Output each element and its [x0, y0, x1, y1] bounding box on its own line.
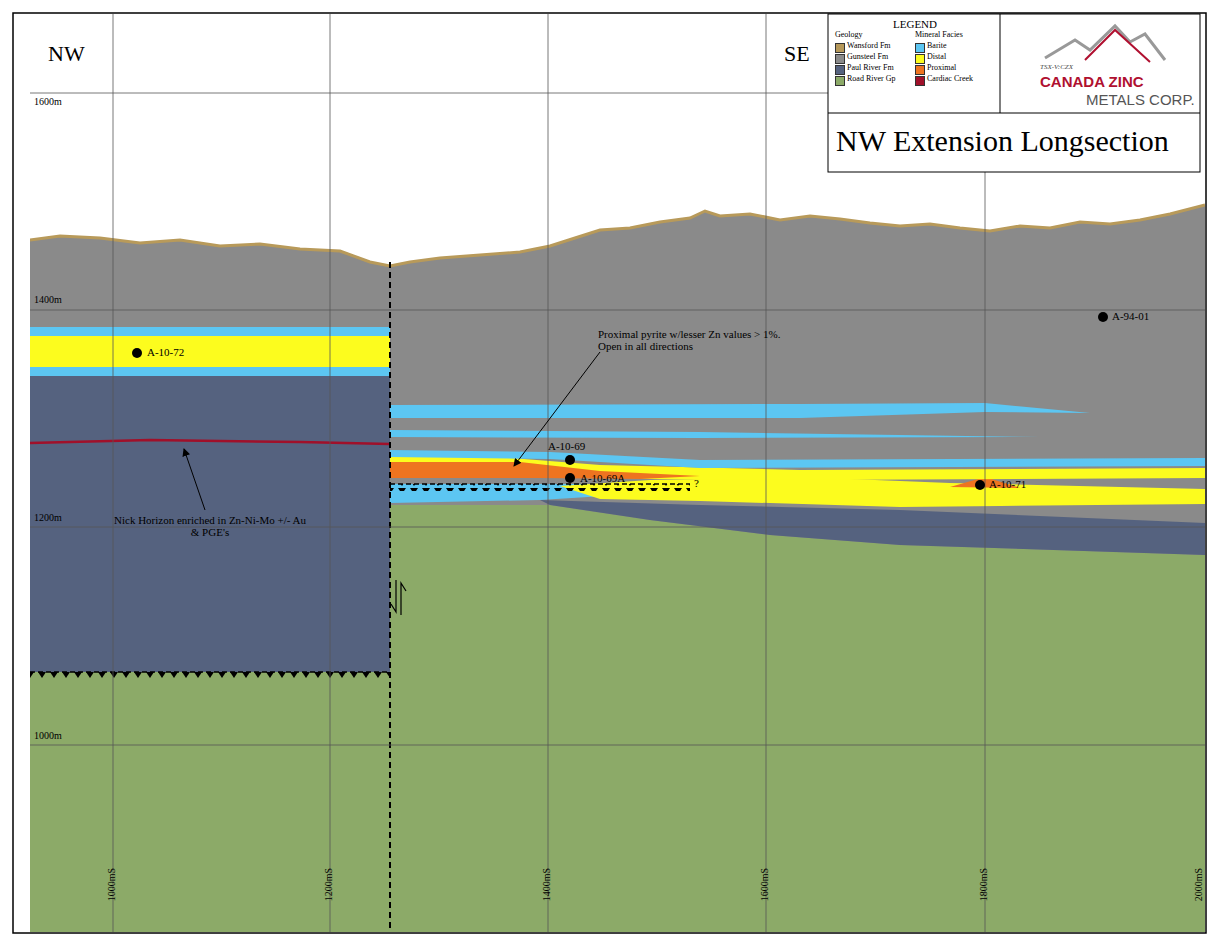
- legend-group: Mineral Facies: [915, 31, 963, 40]
- legend-text: Road River Gp: [847, 75, 895, 84]
- drill-hole-label: A-10-69A: [580, 472, 625, 484]
- northing-label: 1800mS: [978, 868, 989, 901]
- elevation-label: 1000m: [34, 730, 62, 741]
- legend-text: Barite: [927, 42, 947, 51]
- legend-swatch: [915, 76, 925, 86]
- elevation-label: 1400m: [34, 294, 62, 305]
- legend-group: Geology: [835, 31, 863, 40]
- elevation-label: 1600m: [34, 96, 62, 107]
- annotation-note: Proximal pyrite w/lesser Zn values > 1%.…: [598, 328, 798, 352]
- legend-text: Proximal: [927, 64, 956, 73]
- section-end: NW: [48, 42, 85, 66]
- drill-hole-label: A-94-01: [1112, 310, 1149, 322]
- legend-text: Cardiac Creek: [927, 75, 973, 84]
- legend-text: Paul River Fm: [847, 64, 894, 73]
- legend-swatch: [835, 54, 845, 64]
- legend-swatch: [835, 43, 845, 53]
- company-name: CANADA ZINC: [1040, 74, 1144, 91]
- legend-text: Wansford Fm: [847, 42, 891, 51]
- legend-text: Distal: [927, 53, 946, 62]
- query-mark: ?: [694, 477, 699, 489]
- drill-hole-label: A-10-71: [989, 478, 1026, 490]
- annotation-note: Nick Horizon enriched in Zn-Ni-Mo +/- Au…: [110, 514, 310, 538]
- legend-swatch: [835, 76, 845, 86]
- legend-swatch: [835, 65, 845, 75]
- legend-swatch: [915, 43, 925, 53]
- drill-hole-label: A-10-69: [548, 440, 585, 452]
- northing-label: 1000mS: [106, 868, 117, 901]
- elevation-label: 1200m: [34, 512, 62, 523]
- legend-swatch: [915, 65, 925, 75]
- northing-label: 1600mS: [759, 868, 770, 901]
- diagram-title: NW Extension Longsection: [836, 124, 1169, 157]
- legend-heading: LEGEND: [893, 18, 937, 30]
- drill-hole-label: A-10-72: [147, 346, 184, 358]
- ticker-symbol: TSX-V:CZX: [1040, 64, 1073, 72]
- legend-text: Gunsteel Fm: [847, 53, 888, 62]
- northing-label: 2000mS: [1193, 868, 1204, 901]
- northing-label: 1200mS: [323, 868, 334, 901]
- legend-swatch: [915, 54, 925, 64]
- company-name: METALS CORP.: [1086, 92, 1195, 109]
- northing-label: 1400mS: [541, 868, 552, 901]
- section-end: SE: [784, 42, 810, 66]
